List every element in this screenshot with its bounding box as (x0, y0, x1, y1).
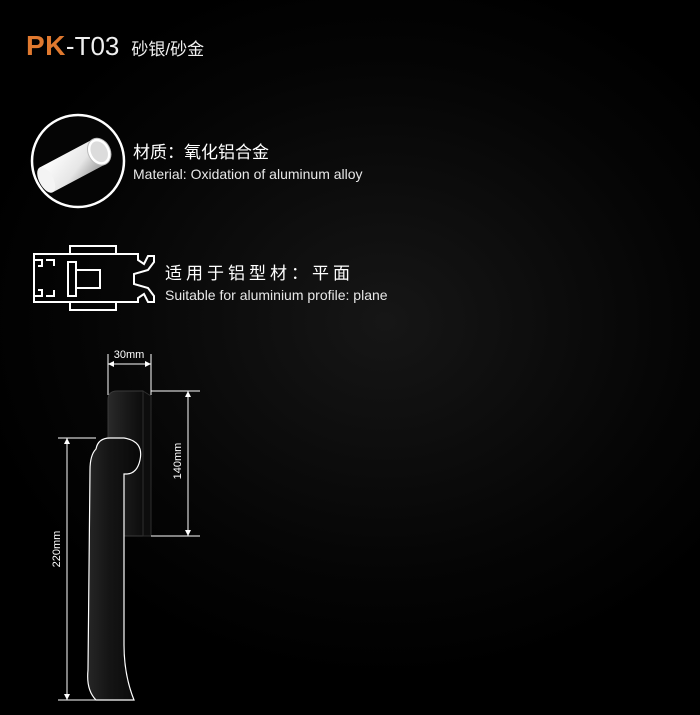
base-height-label: 140mm (172, 443, 184, 480)
profile-label-cn: 适用于铝型材：平面 (165, 264, 354, 283)
model-number: -T03 (65, 31, 120, 61)
brand-name: PK (26, 30, 66, 61)
handle-lever (87, 437, 142, 701)
material-label-en: Material: Oxidation of aluminum alloy (133, 166, 363, 182)
width-dimension (107, 354, 152, 395)
material-label-cn: 材质：氧化铝合金 (133, 143, 269, 162)
aluminum-rod-icon (28, 111, 128, 211)
material-spec: 材质：氧化铝合金 Material: Oxidation of aluminum… (133, 138, 363, 182)
width-label: 30mm (114, 349, 145, 361)
total-height-dimension (58, 437, 96, 701)
profile-spec: 适用于铝型材：平面 Suitable for aluminium profile… (165, 259, 388, 303)
finish-options: 砂银/砂金 (131, 40, 205, 59)
base-height-dimension (151, 390, 200, 537)
total-height-label: 220mm (51, 531, 63, 568)
product-title: PK -T03 砂银/砂金 (26, 30, 204, 62)
profile-label-en: Suitable for aluminium profile: plane (165, 287, 388, 303)
aluminum-profile-icon (30, 240, 160, 318)
